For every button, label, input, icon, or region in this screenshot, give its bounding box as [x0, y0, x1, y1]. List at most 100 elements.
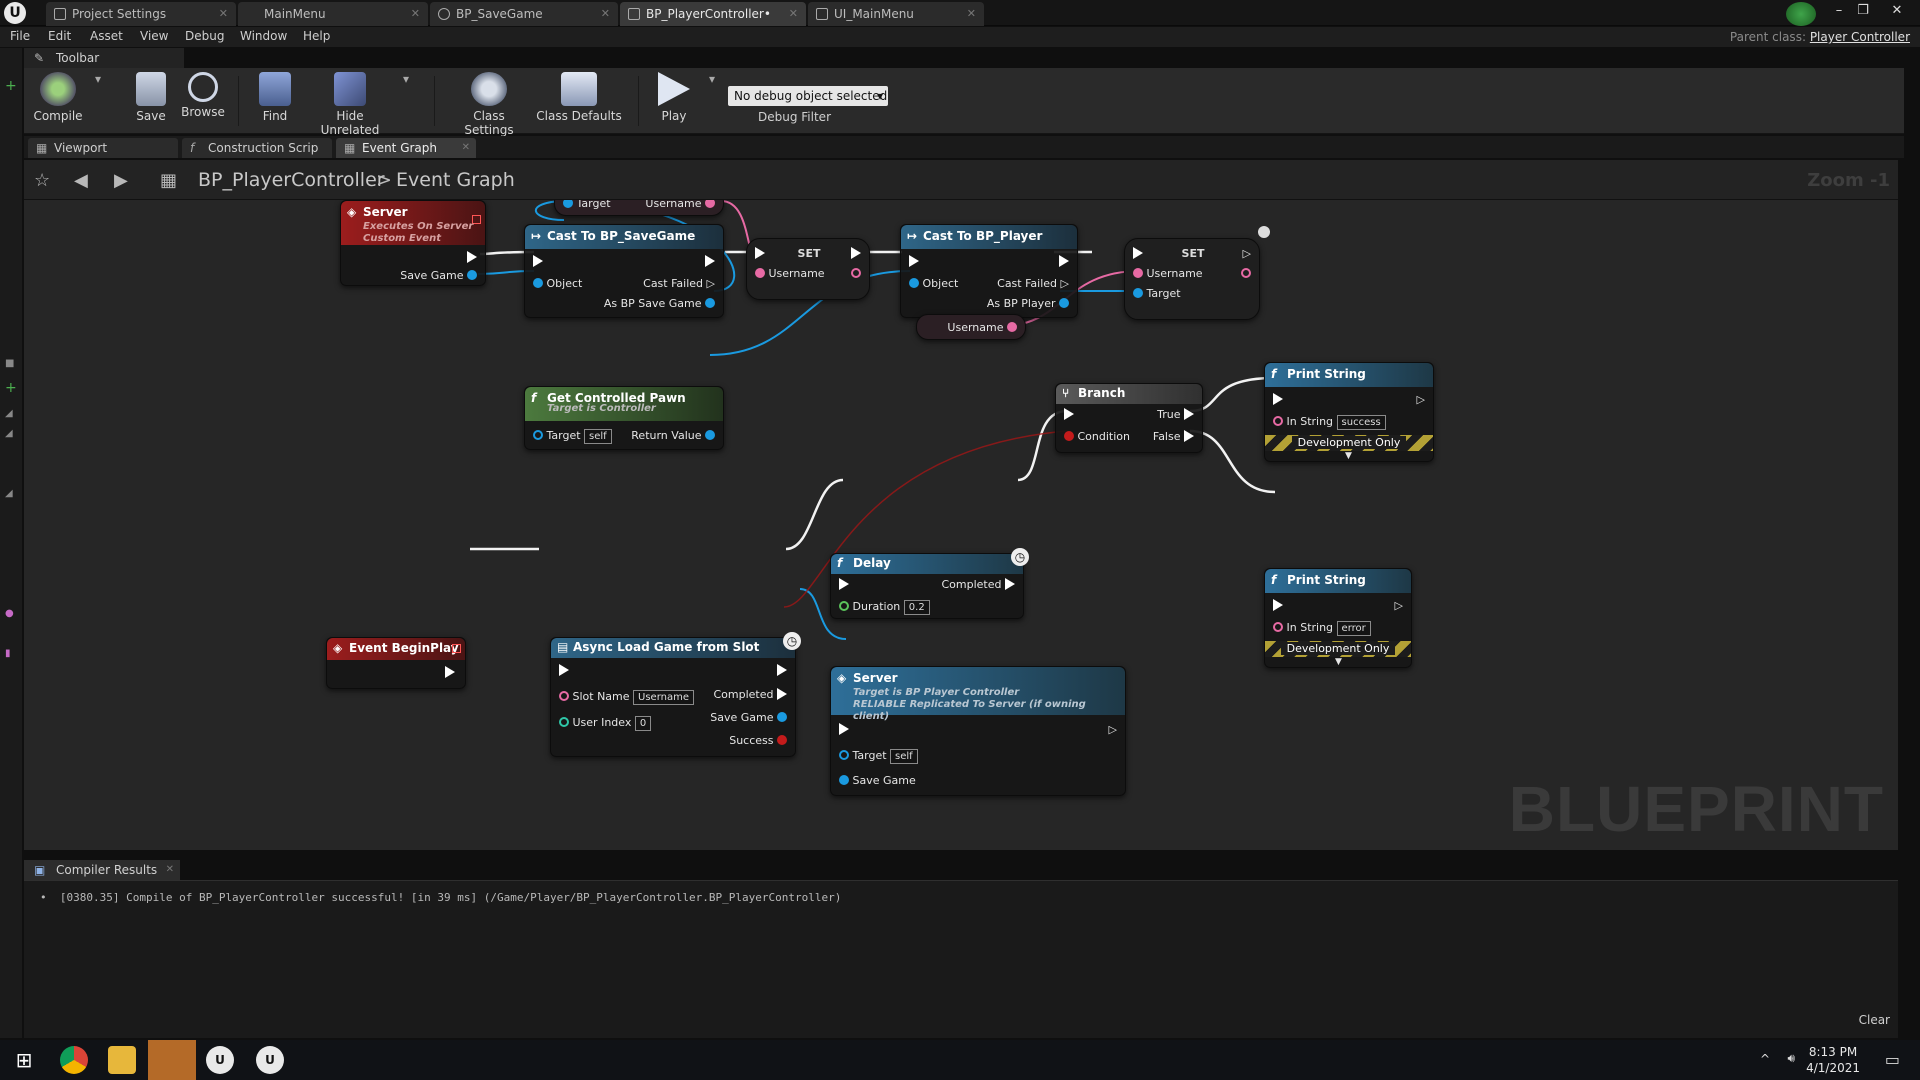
parent-class-link[interactable]: Player Controller — [1809, 30, 1910, 44]
save-game-pin[interactable]: Save Game — [839, 774, 916, 787]
menu-asset[interactable]: Asset — [90, 29, 123, 43]
target-pin[interactable]: Target self — [839, 749, 918, 764]
target-pin[interactable]: Target self — [533, 429, 612, 444]
expand-icon[interactable]: ◢ — [5, 488, 13, 499]
print-string-error-node[interactable]: f Print String ▷ In String error Develop… — [1264, 568, 1412, 668]
exec-out-pin[interactable] — [1059, 255, 1069, 268]
clear-button[interactable]: Clear — [1858, 1013, 1890, 1027]
true-pin[interactable]: True — [1157, 408, 1194, 421]
tray-chevron-icon[interactable]: ^ — [1759, 1052, 1770, 1066]
exec-out-pin[interactable] — [705, 255, 715, 268]
close-icon[interactable]: ✕ — [966, 7, 976, 20]
delegate-pin[interactable] — [452, 644, 461, 653]
pin-default-value[interactable]: 0 — [634, 716, 652, 731]
server-event-node[interactable]: ◈ Server Executes On Server Custom Event… — [340, 200, 486, 286]
breadcrumb-blueprint[interactable]: BP_PlayerController — [198, 169, 385, 191]
slot-name-pin[interactable]: Slot Name Username — [559, 690, 695, 705]
exec-in-pin[interactable] — [559, 664, 569, 677]
back-arrow-icon[interactable]: ◀ — [74, 170, 88, 191]
menu-view[interactable]: View — [140, 29, 169, 43]
exec-out-pin[interactable] — [851, 247, 861, 260]
duration-pin[interactable]: Duration 0.2 — [839, 600, 930, 615]
exec-out-pin[interactable]: ▷ — [1242, 247, 1251, 260]
exec-in-pin[interactable] — [1273, 393, 1283, 406]
breadcrumb-graph[interactable]: Event Graph — [396, 169, 515, 191]
class-settings-button[interactable]: Class Settings — [448, 72, 530, 137]
browse-button[interactable]: Browse — [178, 72, 228, 132]
tab-event-graph[interactable]: ▦ Event Graph ✕ — [336, 138, 476, 158]
add-icon[interactable]: + — [5, 78, 17, 94]
target-pin[interactable]: Target — [1133, 287, 1181, 300]
file-explorer-icon[interactable] — [108, 1046, 136, 1074]
hide-unrelated-dropdown[interactable]: ▾ — [402, 72, 410, 86]
notifications-icon[interactable]: ▭ — [1884, 1050, 1900, 1069]
compile-button[interactable]: Compile — [30, 72, 86, 132]
exec-in-pin[interactable] — [909, 255, 919, 268]
exec-out-pin[interactable]: ▷ — [1394, 599, 1403, 612]
hide-unrelated-button[interactable]: Hide Unrelated — [308, 72, 392, 137]
save-button[interactable]: Save — [128, 72, 174, 132]
tab-project-settings[interactable]: Project Settings ✕ — [46, 2, 236, 26]
in-string-pin[interactable]: In String success — [1273, 415, 1386, 430]
exec-out-pin[interactable] — [467, 251, 477, 264]
minimize-button[interactable]: – — [1835, 3, 1843, 18]
as-bp-save-game-pin[interactable]: As BP Save Game — [604, 297, 715, 310]
add-icon[interactable]: + — [5, 380, 17, 396]
username-in-pin[interactable]: Username — [755, 267, 825, 280]
event-beginplay-node[interactable]: ◈ Event BeginPlay — [326, 637, 466, 689]
debug-object-select[interactable]: No debug object selected ▾ — [728, 86, 888, 106]
forward-arrow-icon[interactable]: ▶ — [114, 170, 128, 191]
comment-bubble-icon[interactable] — [1258, 226, 1270, 238]
close-icon[interactable]: ✕ — [410, 7, 420, 20]
object-pin[interactable]: Object — [909, 277, 958, 290]
cast-failed-pin[interactable]: Cast Failed ▷ — [643, 277, 715, 290]
exec-in-pin[interactable] — [839, 578, 849, 591]
windows-start-icon[interactable]: ⊞ — [15, 1048, 33, 1072]
tab-ui-mainmenu[interactable]: UI_MainMenu ✕ — [808, 2, 984, 26]
panel-icon[interactable]: ■ — [5, 358, 15, 369]
volume-icon[interactable]: 🔊︎ — [1787, 1051, 1795, 1065]
delegate-pin[interactable] — [472, 215, 481, 224]
menu-edit[interactable]: Edit — [48, 29, 72, 43]
set-player-username-node[interactable]: SET ▷ Username Target — [1124, 238, 1260, 320]
pin-default-value[interactable]: 0.2 — [903, 600, 930, 615]
expand-icon[interactable]: ◢ — [5, 408, 13, 419]
close-icon[interactable]: ✕ — [788, 7, 798, 20]
username-variable-node[interactable]: Username — [916, 314, 1026, 340]
exec-out-pin[interactable] — [445, 666, 455, 679]
event-graph-canvas[interactable]: ◈ Server Executes On Server Custom Event… — [24, 200, 1898, 850]
target-pin[interactable]: Target — [563, 200, 611, 210]
save-game-pin[interactable]: Save Game — [710, 711, 787, 724]
unreal-engine-icon[interactable]: U — [206, 1046, 234, 1074]
tab-bp-playercontroller[interactable]: BP_PlayerController• ✕ — [620, 2, 806, 26]
maximize-button[interactable]: ❐ — [1857, 3, 1869, 18]
condition-pin[interactable]: Condition — [1064, 430, 1130, 443]
return-value-pin[interactable]: Return Value — [631, 429, 715, 442]
user-index-pin[interactable]: User Index 0 — [559, 716, 652, 731]
tab-bp-savegame[interactable]: BP_SaveGame ✕ — [430, 2, 618, 26]
close-icon[interactable]: ✕ — [218, 7, 228, 20]
cast-to-bp-player-node[interactable]: ↦ Cast To BP_Player Object Cast Failed ▷… — [900, 224, 1078, 318]
find-button[interactable]: Find — [250, 72, 300, 132]
expand-arrow-icon[interactable]: ▼ — [1335, 657, 1342, 667]
exec-out-pin[interactable]: ▷ — [1416, 393, 1425, 406]
false-pin[interactable]: False — [1153, 430, 1194, 443]
play-options-dropdown[interactable]: ▾ — [708, 72, 716, 86]
pin-default-value[interactable]: Username — [633, 690, 695, 705]
print-string-success-node[interactable]: f Print String ▷ In String success Devel… — [1264, 362, 1434, 462]
as-bp-player-pin[interactable]: As BP Player — [987, 297, 1069, 310]
compiler-message[interactable]: • [0380.35] Compile of BP_PlayerControll… — [40, 891, 842, 904]
system-clock[interactable]: 8:13 PM 4/1/2021 — [1806, 1044, 1860, 1076]
menu-help[interactable]: Help — [303, 29, 331, 43]
completed-pin[interactable]: Completed — [942, 578, 1015, 591]
play-button[interactable]: Play — [652, 72, 696, 132]
pin-default-value[interactable]: success — [1336, 415, 1386, 430]
username-out-pin[interactable] — [851, 267, 861, 280]
menu-debug[interactable]: Debug — [185, 29, 225, 43]
discord-icon[interactable] — [148, 1040, 196, 1080]
exec-in-pin[interactable] — [1273, 599, 1283, 612]
close-icon[interactable]: ✕ — [461, 142, 470, 153]
exec-in-pin[interactable] — [1133, 247, 1143, 260]
source-control-icon[interactable] — [1786, 2, 1816, 26]
tab-construction-script[interactable]: f Construction Scrip — [182, 138, 332, 158]
